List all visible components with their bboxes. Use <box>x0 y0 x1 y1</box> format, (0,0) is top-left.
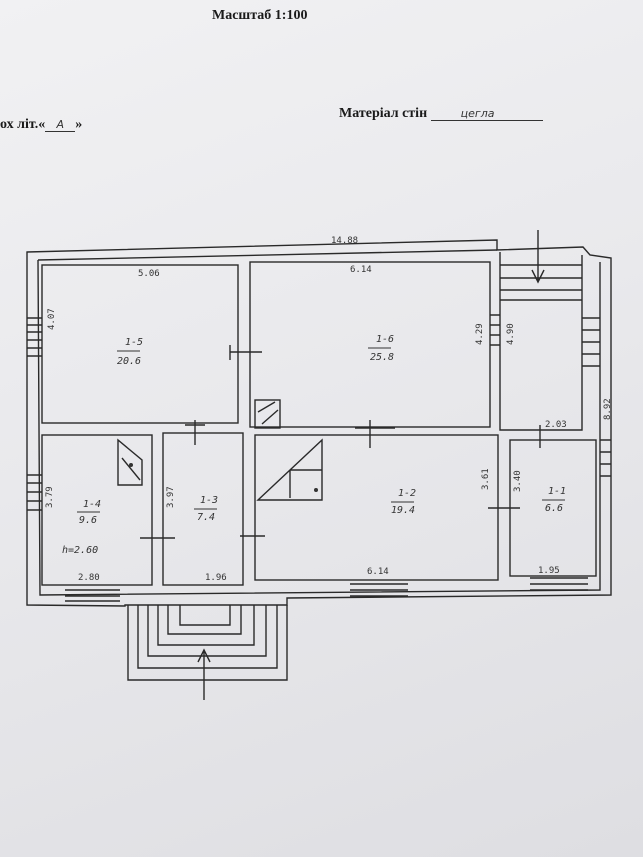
letter-suffix: » <box>75 117 83 132</box>
room-area: 7.4 <box>197 512 215 523</box>
room-1-4-outline <box>41 434 153 586</box>
room-area: 25.8 <box>370 352 394 363</box>
window-right-1-1 <box>600 439 611 477</box>
dim-total-width: 8.92 <box>603 398 613 420</box>
dim-1-6-side: 4.29 <box>475 323 485 345</box>
dim-1-1-bottom: 1.95 <box>538 566 560 576</box>
window-bottom-1-4 <box>65 589 120 602</box>
room-id: 1-2 <box>398 488 416 499</box>
material-line: Матеріал стін цегла <box>339 106 543 122</box>
stove-dot-1-2 <box>314 488 318 492</box>
material-label: Матеріал стін <box>339 106 428 121</box>
entrance-arrow-front <box>197 648 211 700</box>
room-label-1-1: 1-1 6.6 <box>542 486 566 514</box>
room-area: 20.6 <box>117 356 141 367</box>
stove-symbol-1-6 <box>254 399 281 429</box>
window-corridor <box>582 317 600 367</box>
stove-symbol-1-4 <box>117 438 143 486</box>
room-id: 1-4 <box>83 499 101 510</box>
dim-total-length: 14.88 <box>331 236 358 246</box>
dim-1-2-side: 3.61 <box>481 468 491 490</box>
doors-lower <box>140 535 265 539</box>
room-label-1-2: 1-2 19.4 <box>391 488 416 516</box>
room-1-3-outline <box>162 432 244 586</box>
window-bottom-1-1 <box>530 577 588 591</box>
room-label-1-4: 1-4 9.6 <box>77 499 101 526</box>
door-1-3-top <box>185 420 205 445</box>
outer-wall-inner-line <box>37 259 601 596</box>
room-id: 1-5 <box>125 337 143 348</box>
stove-hatch-1-6 <box>257 401 279 425</box>
outer-wall-inner-top <box>37 249 498 261</box>
dim-1-4-bottom: 2.80 <box>78 573 100 583</box>
dim-1-3-bottom: 1.96 <box>205 573 227 583</box>
dim-1-5-top: 5.06 <box>138 269 160 279</box>
material-value: цегла <box>430 107 543 121</box>
porch-outer <box>127 605 288 681</box>
ceiling-height: h=2.60 <box>62 545 98 556</box>
dim-1-3-side: 3.97 <box>166 486 176 508</box>
letter-prefix: ох літ.« <box>0 117 46 132</box>
window-left-top <box>27 317 42 357</box>
dim-1-1-side: 3.40 <box>513 470 523 492</box>
room-area: 6.6 <box>545 503 563 514</box>
dim-1-5-side: 4.07 <box>47 308 57 330</box>
room-id: 1-1 <box>548 486 566 497</box>
letter-value: А <box>45 118 76 132</box>
window-left-bottom <box>27 474 42 511</box>
entrance-arrow-rear <box>531 230 545 284</box>
room-label-1-5: 1-5 20.6 <box>117 337 143 367</box>
window-bottom-1-2 <box>350 583 408 597</box>
room-1-5-outline <box>41 264 239 424</box>
room-id: 1-6 <box>376 334 394 345</box>
room-1-2-outline <box>254 434 499 581</box>
room-area: 9.6 <box>79 515 97 526</box>
dim-1-4-side: 3.79 <box>45 486 55 508</box>
doors-right <box>488 425 541 509</box>
room-label-1-6: 1-6 25.8 <box>368 334 394 363</box>
stove-dot-1-4 <box>129 463 133 467</box>
entrance-steps-right <box>500 264 582 301</box>
scale-title: Масштаб 1:100 <box>212 8 308 23</box>
stove-symbol-1-2 <box>256 438 323 501</box>
letter-line: ох літ.«А» <box>0 117 82 133</box>
dim-1-6-top: 6.14 <box>350 265 372 275</box>
door-1-5-1-6 <box>229 345 262 360</box>
door-1-6-1-2 <box>355 420 395 448</box>
dim-corridor-side: 4.90 <box>506 323 516 345</box>
room-id: 1-3 <box>200 495 218 506</box>
room-area: 19.4 <box>391 505 415 516</box>
room-1-6-outline <box>249 261 491 428</box>
dim-1-2-bottom: 6.14 <box>367 567 389 577</box>
window-room-1-6 <box>490 314 500 346</box>
room-label-1-3: 1-3 7.4 <box>194 495 218 523</box>
dim-1-1-top: 2.03 <box>545 420 567 430</box>
